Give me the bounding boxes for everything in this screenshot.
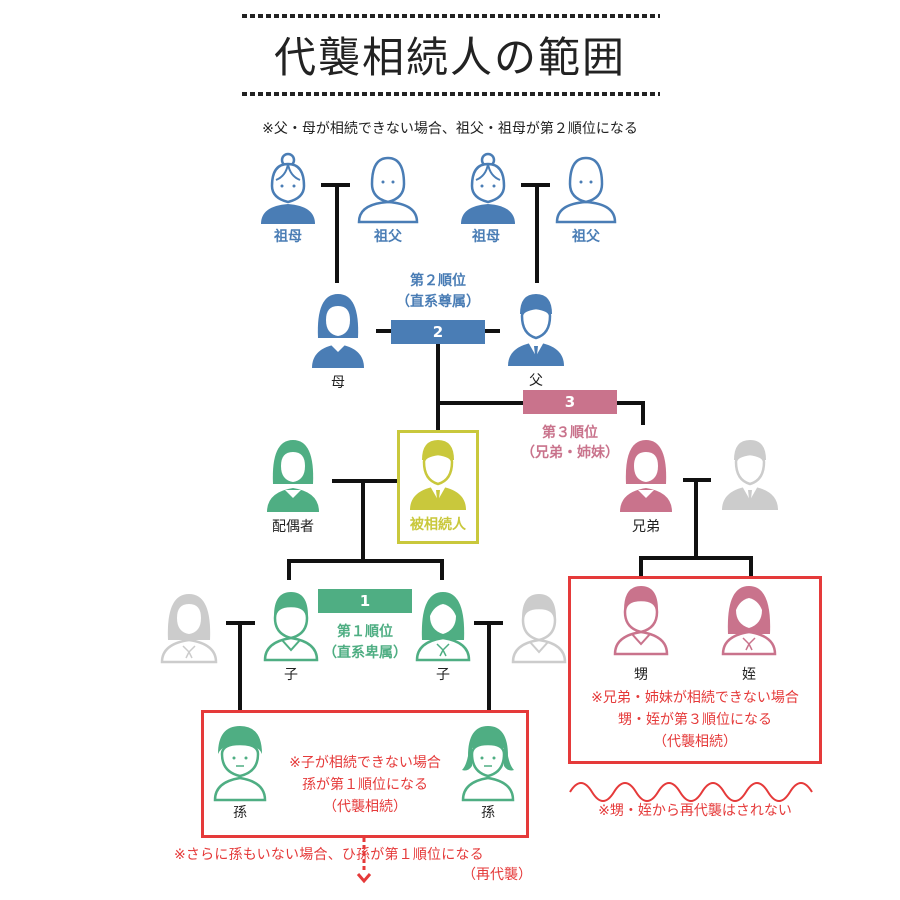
grandmother-icon [461, 152, 515, 224]
sibling-icon [620, 440, 672, 512]
grandchild-note-1: ※子が相続できない場合 [289, 755, 441, 771]
re-succession-note: （再代襲） [462, 867, 532, 883]
grandfather-icon [357, 156, 419, 224]
grandchild2-icon [461, 726, 515, 802]
child2-label: 子 [436, 667, 450, 683]
decedent-frame [397, 430, 479, 544]
niece-nephew-note-3: （代襲相続） [653, 734, 737, 750]
no-further-succession-wave [569, 782, 813, 802]
rank2-title: 第２順位 [410, 273, 466, 289]
niece-nephew-note-2: 甥・姪が第３順位になる [618, 712, 772, 728]
child1-spouse-icon [160, 594, 218, 664]
great-grandchild-arrow-head [356, 873, 372, 884]
sibling-label: 兄弟 [632, 519, 660, 535]
title-rule-bottom [242, 92, 660, 96]
grandchild-note-2: 孫が第１順位になる [302, 777, 428, 793]
grandmother-label-right: 祖母 [472, 229, 500, 245]
child1-icon [263, 592, 319, 662]
children-bracket-line [287, 559, 444, 580]
grandfather-label-left: 祖父 [374, 229, 402, 245]
decedent-icon [410, 440, 466, 510]
title-rule-top [242, 14, 660, 18]
niece-nephew-box [568, 576, 822, 764]
nephew-label: 甥 [634, 667, 648, 683]
grandchild1-icon [213, 726, 267, 802]
child2-icon [415, 592, 471, 662]
mother-label: 母 [331, 375, 345, 391]
niece-nephew-note-1: ※兄弟・姉妹が相続できない場合 [591, 690, 799, 706]
sibling-spouse-icon [722, 440, 778, 510]
niece-label: 姪 [742, 667, 756, 683]
grandchildren-box [201, 710, 529, 838]
grandparent-note: ※父・母が相続できない場合、祖父・祖母が第２順位になる [262, 121, 638, 137]
rank3-subtitle: （兄弟・姉妹） [521, 445, 619, 461]
child1-label: 子 [284, 667, 298, 683]
mother-icon [312, 294, 364, 368]
no-re-succession-note: ※甥・姪から再代襲はされない [598, 803, 792, 819]
grandfather-label-right: 祖父 [572, 229, 600, 245]
grandmother-icon [261, 152, 315, 224]
nephew-icon [613, 586, 669, 656]
father-label: 父 [529, 373, 543, 389]
rank3-title: 第３順位 [542, 425, 598, 441]
page-title: 代襲相続人の範囲 [273, 33, 626, 82]
rank1-title: 第１順位 [337, 624, 393, 640]
grandmother-label-left: 祖母 [274, 229, 302, 245]
rank2-bar: 2 [391, 320, 485, 344]
nieces-bracket-line [639, 556, 753, 578]
great-grandchild-note: ※さらに孫もいない場合、ひ孫が第１順位になる [174, 847, 484, 863]
decedent-label: 被相続人 [410, 517, 466, 533]
father-icon [508, 294, 564, 366]
child2-spouse-icon [511, 594, 567, 664]
grandfather-icon [555, 156, 617, 224]
grandchild2-label: 孫 [481, 805, 495, 821]
spouse-icon [267, 440, 319, 512]
niece-icon [721, 586, 777, 656]
rank1-subtitle: （直系卑属） [323, 645, 407, 661]
rank2-subtitle: （直系尊属） [396, 294, 480, 310]
rank1-bar: 1 [318, 589, 412, 613]
grandchild-note-3: （代襲相続） [323, 799, 407, 815]
grandchild1-label: 孫 [233, 805, 247, 821]
parents-to-sibling-line [438, 401, 645, 425]
spouse-label: 配偶者 [272, 519, 314, 535]
rank3-bar: 3 [523, 390, 617, 414]
